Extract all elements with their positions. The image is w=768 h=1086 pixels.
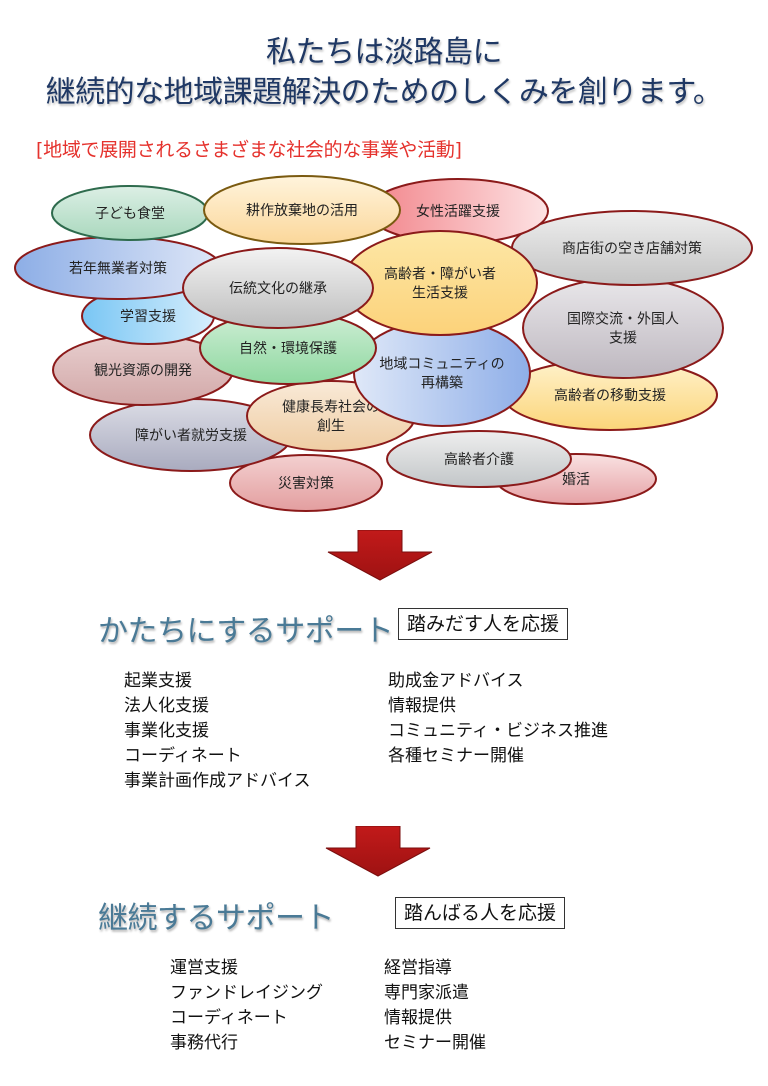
activity-bubble: 自然・環境保護 [199, 311, 377, 385]
support-item: 専門家派遣 [384, 983, 469, 1003]
activity-label: 学習支援 [120, 309, 176, 325]
support-item: コミュニティ・ビジネス推進 [388, 721, 608, 741]
activity-label: 国際交流・外国人 [567, 311, 679, 328]
activity-bubble-shape [386, 430, 572, 488]
support-item: 情報提供 [388, 696, 456, 716]
activity-label: 生活支援 [412, 286, 468, 302]
support-item: 事業化支援 [124, 721, 209, 741]
activity-label: 高齢者・障がい者 [384, 266, 496, 283]
main-title-line1: 私たちは淡路島に [266, 35, 503, 70]
support-item: 事務代行 [170, 1033, 238, 1053]
activity-bubble: 高齢者介護 [386, 430, 572, 488]
activity-bubble: 伝統文化の継承 [182, 247, 374, 329]
activity-label: 女性活躍支援 [416, 203, 500, 220]
support-item: 助成金アドバイス [388, 671, 524, 691]
activity-label: 自然・環境保護 [239, 340, 337, 357]
main-title-line2: 継続的な地域課題解決のためのしくみを創ります。 [45, 75, 723, 110]
activity-bubble-shape [182, 247, 374, 329]
activity-label: 障がい者就労支援 [135, 428, 247, 444]
section-heading-shaping-support: かたちにするサポート [98, 614, 394, 649]
support-item: コーディネート [170, 1008, 288, 1028]
activity-label: 高齢者介護 [444, 451, 514, 468]
activity-bubble-shape [522, 277, 724, 379]
support-item: 法人化支援 [124, 696, 209, 716]
activity-bubble: 子ども食堂 [51, 185, 209, 241]
activity-label: 観光資源の開発 [94, 362, 192, 379]
activity-label: 支援 [609, 331, 637, 347]
support-item: 経営指導 [384, 958, 452, 978]
activity-bubble-shape [229, 454, 383, 512]
activity-label: 商店街の空き店舗対策 [562, 240, 702, 257]
support-item: 各種セミナー開催 [388, 746, 524, 766]
activity-label: 創生 [317, 419, 345, 435]
activity-label: 耕作放棄地の活用 [246, 202, 358, 219]
activity-bubble: 災害対策 [229, 454, 383, 512]
activity-bubble: 商店街の空き店舗対策 [511, 210, 753, 286]
activity-bubble: 高齢者の移動支援 [502, 359, 718, 431]
support-list-shaping-col2: 助成金アドバイス情報提供コミュニティ・ビジネス推進各種セミナー開催 [388, 669, 608, 769]
support-item: コーディネート [124, 746, 242, 766]
support-item: セミナー開催 [384, 1033, 486, 1053]
activity-label: 子ども食堂 [95, 205, 165, 222]
support-item: ファンドレイジング [170, 983, 323, 1003]
activity-label: 伝統文化の継承 [229, 281, 327, 297]
down-arrow-icon [325, 826, 431, 877]
activity-label: 災害対策 [278, 475, 334, 492]
activities-subtitle: [地域で展開されるさまざまな社会的な事業や活動] [36, 139, 462, 161]
support-item: 運営支援 [170, 958, 238, 978]
activity-label: 健康長寿社会の [282, 399, 380, 416]
support-item: 起業支援 [124, 671, 192, 691]
activity-label: 再構築 [421, 376, 463, 392]
support-item: 情報提供 [384, 1008, 452, 1028]
support-item: 事業計画作成アドバイス [124, 771, 311, 791]
support-list-continuing-col1: 運営支援ファンドレイジングコーディネート事務代行 [170, 956, 323, 1056]
section-tag-shaping-support: 踏みだす人を応援 [398, 608, 569, 640]
support-list-continuing-col2: 経営指導専門家派遣情報提供セミナー開催 [384, 956, 486, 1056]
section-heading-continuing-support: 継続するサポート [98, 901, 335, 936]
activity-bubble-shape [203, 175, 401, 245]
down-arrow-icon [327, 530, 433, 581]
activity-bubble: 耕作放棄地の活用 [203, 175, 401, 245]
activity-label: 地域コミュニティの [379, 357, 504, 373]
activity-label: 高齢者の移動支援 [554, 387, 666, 404]
section-tag-continuing-support: 踏んばる人を応援 [395, 897, 566, 929]
activity-label: 若年無業者対策 [69, 260, 167, 277]
support-list-shaping-col1: 起業支援法人化支援事業化支援コーディネート事業計画作成アドバイス [124, 669, 311, 794]
activity-label: 婚活 [562, 472, 590, 488]
